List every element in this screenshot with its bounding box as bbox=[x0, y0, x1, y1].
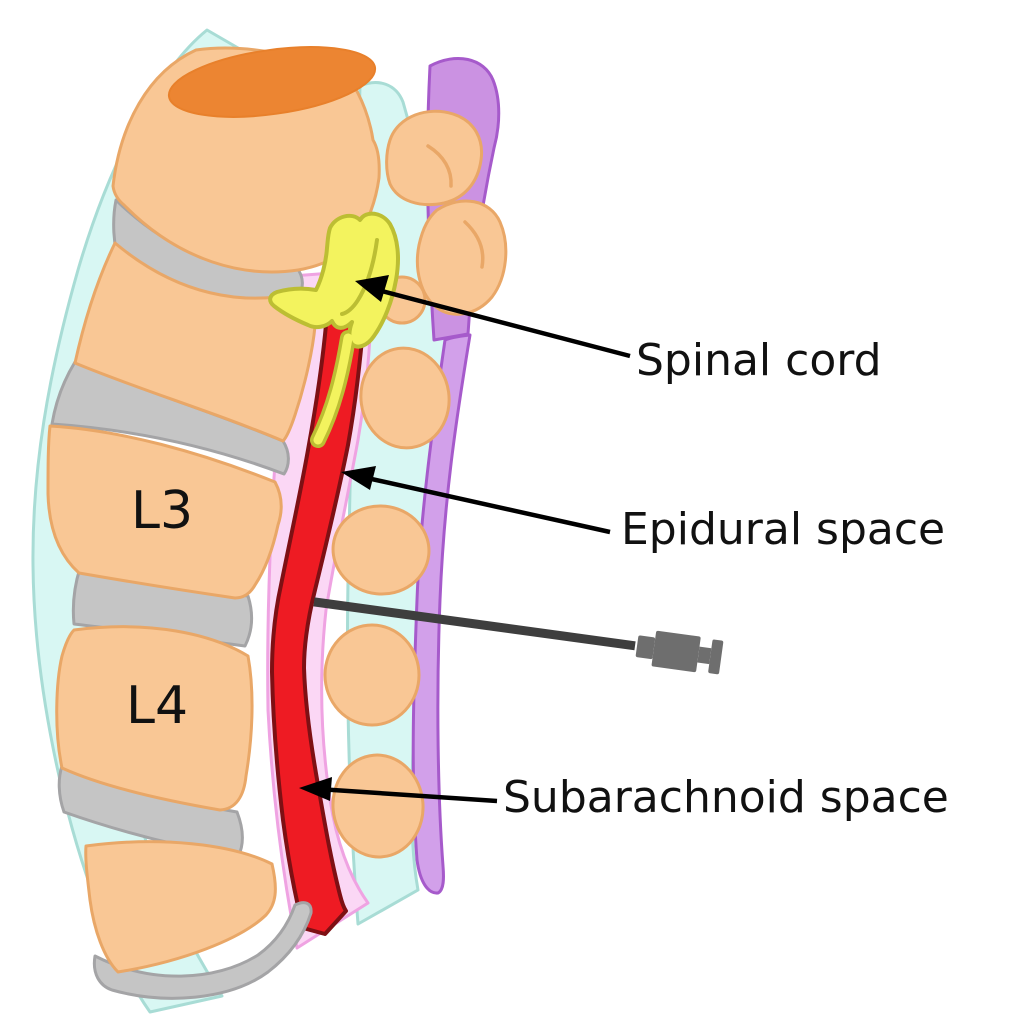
facet-bump-upper bbox=[385, 109, 484, 207]
spinous-process-2 bbox=[331, 504, 431, 596]
spinous-process-3 bbox=[323, 623, 421, 727]
disc-5 bbox=[92, 901, 313, 1000]
needle-hub-end bbox=[708, 639, 724, 675]
arrow-subarachnoid-space bbox=[299, 777, 498, 804]
arrow-epidural-line bbox=[357, 473, 611, 535]
epidural-needle bbox=[313, 597, 724, 675]
arrow-spinal-cord-line bbox=[373, 286, 631, 359]
subarachnoid-region bbox=[270, 254, 370, 936]
label-vertebra-l4: L4 bbox=[126, 676, 189, 736]
spinous-process-4 bbox=[331, 753, 425, 859]
label-epidural-space: Epidural space bbox=[621, 504, 946, 555]
arrow-spinal-cord bbox=[355, 275, 631, 359]
arrow-epidural-space bbox=[341, 466, 611, 535]
label-vertebra-l3: L3 bbox=[131, 481, 194, 541]
vertebra-cut-surface bbox=[167, 46, 377, 118]
arrow-subarachnoid-head bbox=[299, 777, 332, 801]
vertebra-l5-body bbox=[84, 840, 277, 974]
spinal-cord-shape bbox=[268, 211, 400, 349]
arrow-subarachnoid-line bbox=[317, 786, 498, 804]
vertebra-l4-body bbox=[55, 625, 254, 812]
needle-shaft bbox=[313, 597, 636, 651]
facet-bump-lower bbox=[415, 199, 508, 316]
needle-hub-neck bbox=[697, 646, 712, 665]
cord-notch-line bbox=[340, 238, 379, 316]
spinous-process-1 bbox=[359, 346, 451, 450]
needle-hub-body bbox=[651, 630, 701, 673]
filum-strand bbox=[313, 333, 353, 445]
posterior-ligament-band bbox=[411, 333, 472, 895]
facet-crease-lower bbox=[463, 220, 485, 269]
vertebra-l3-body bbox=[46, 424, 283, 600]
arrow-epidural-head bbox=[341, 466, 376, 490]
label-spinal-cord: Spinal cord bbox=[636, 335, 882, 386]
label-subarachnoid-space: Subarachnoid space bbox=[503, 772, 949, 823]
facet-crease-upper bbox=[426, 144, 453, 188]
arrow-spinal-cord-head bbox=[355, 275, 389, 302]
needle-hub-collar bbox=[635, 635, 656, 660]
